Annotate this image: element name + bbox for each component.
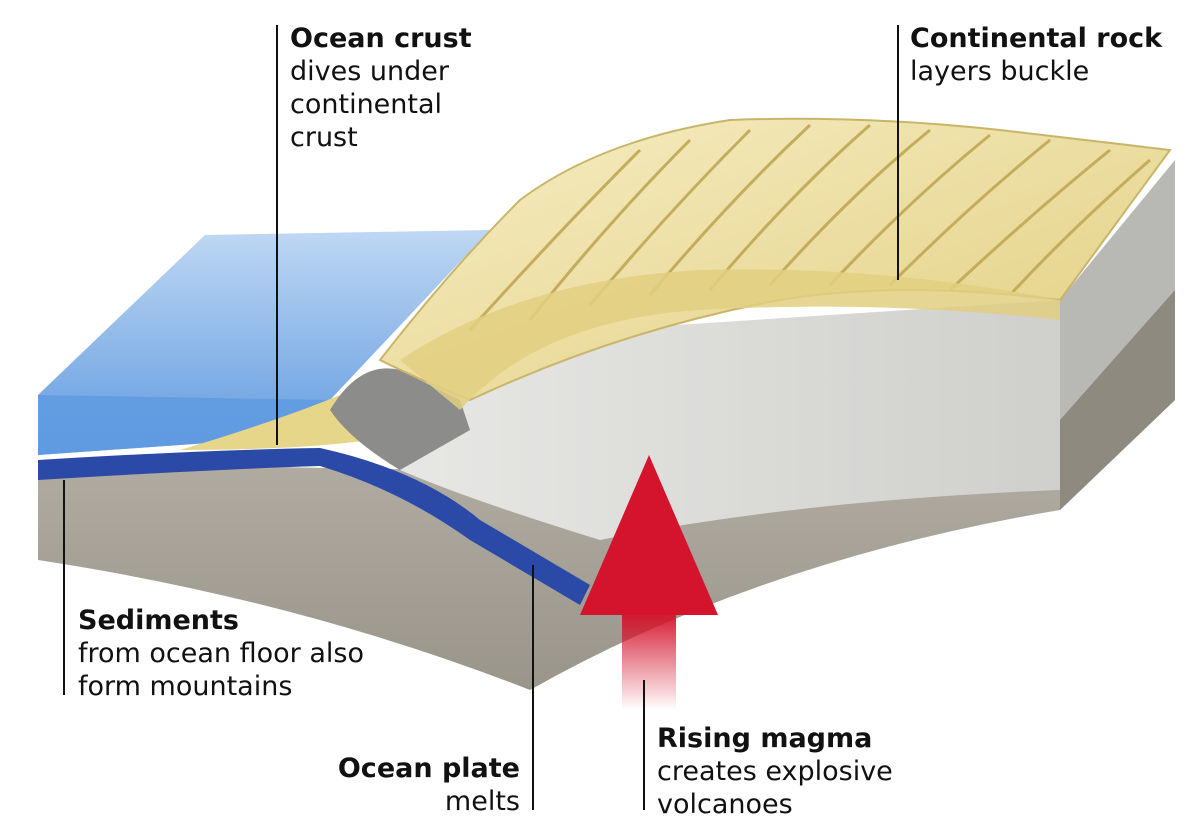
label-continental-rock: Continental rock layers buckle [910,22,1162,88]
label-title: Continental rock [910,23,1163,54]
label-desc: from ocean floor also [78,638,364,669]
label-desc: volcanoes [657,789,793,820]
label-ocean-crust: Ocean crust dives under continental crus… [290,22,472,154]
label-desc: crust [290,122,358,153]
block-side-lower [1060,290,1175,510]
accretion-rock [330,368,470,470]
label-desc: creates explosive [657,756,893,787]
label-title: Rising magma [657,723,873,754]
label-ocean-plate: Ocean plate melts [338,752,520,818]
magma-arrow-head [580,455,718,615]
label-desc: form mountains [78,671,293,702]
leader-lines [63,25,899,810]
label-desc: dives under [290,56,449,87]
label-desc: layers buckle [910,56,1090,87]
ocean-water-front [38,395,330,455]
ocean-plate [38,448,590,605]
sediment-wedge [180,395,370,450]
label-title: Sediments [78,605,239,636]
fold-ridges [468,123,1151,332]
label-title: Ocean plate [337,753,520,784]
label-rising-magma: Rising magma creates explosive volcanoes [657,722,893,821]
label-sediments: Sediments from ocean floor also form mou… [78,604,364,703]
magma-arrow-tail [622,610,676,710]
label-desc: continental [290,89,443,120]
crumpled-front [400,269,1060,410]
label-title: Ocean crust [290,23,472,54]
label-desc: melts [444,786,520,817]
